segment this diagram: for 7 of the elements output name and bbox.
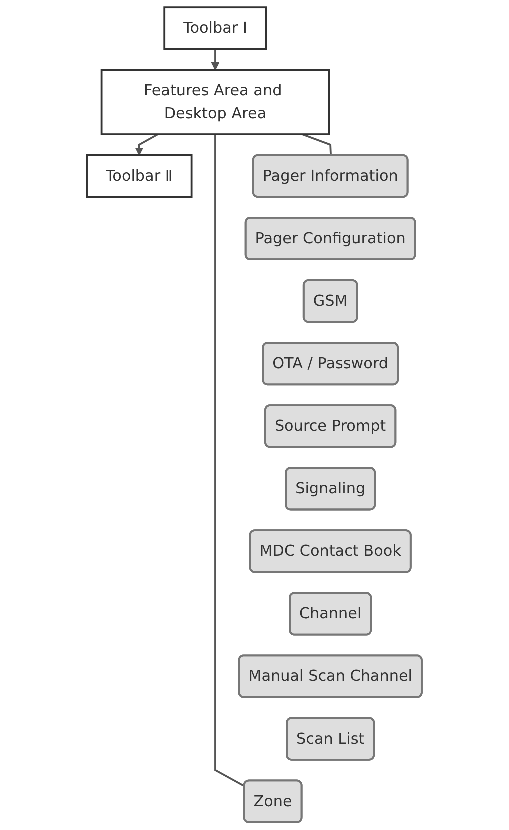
connector <box>302 134 332 156</box>
connector <box>214 134 246 788</box>
node-box: Features Area and Desktop Area <box>100 69 330 136</box>
arrow <box>211 49 220 70</box>
node-box: Toolbar Ⅰ <box>164 6 268 50</box>
node-box: Toolbar Ⅱ <box>86 154 193 198</box>
arrow <box>135 134 158 156</box>
